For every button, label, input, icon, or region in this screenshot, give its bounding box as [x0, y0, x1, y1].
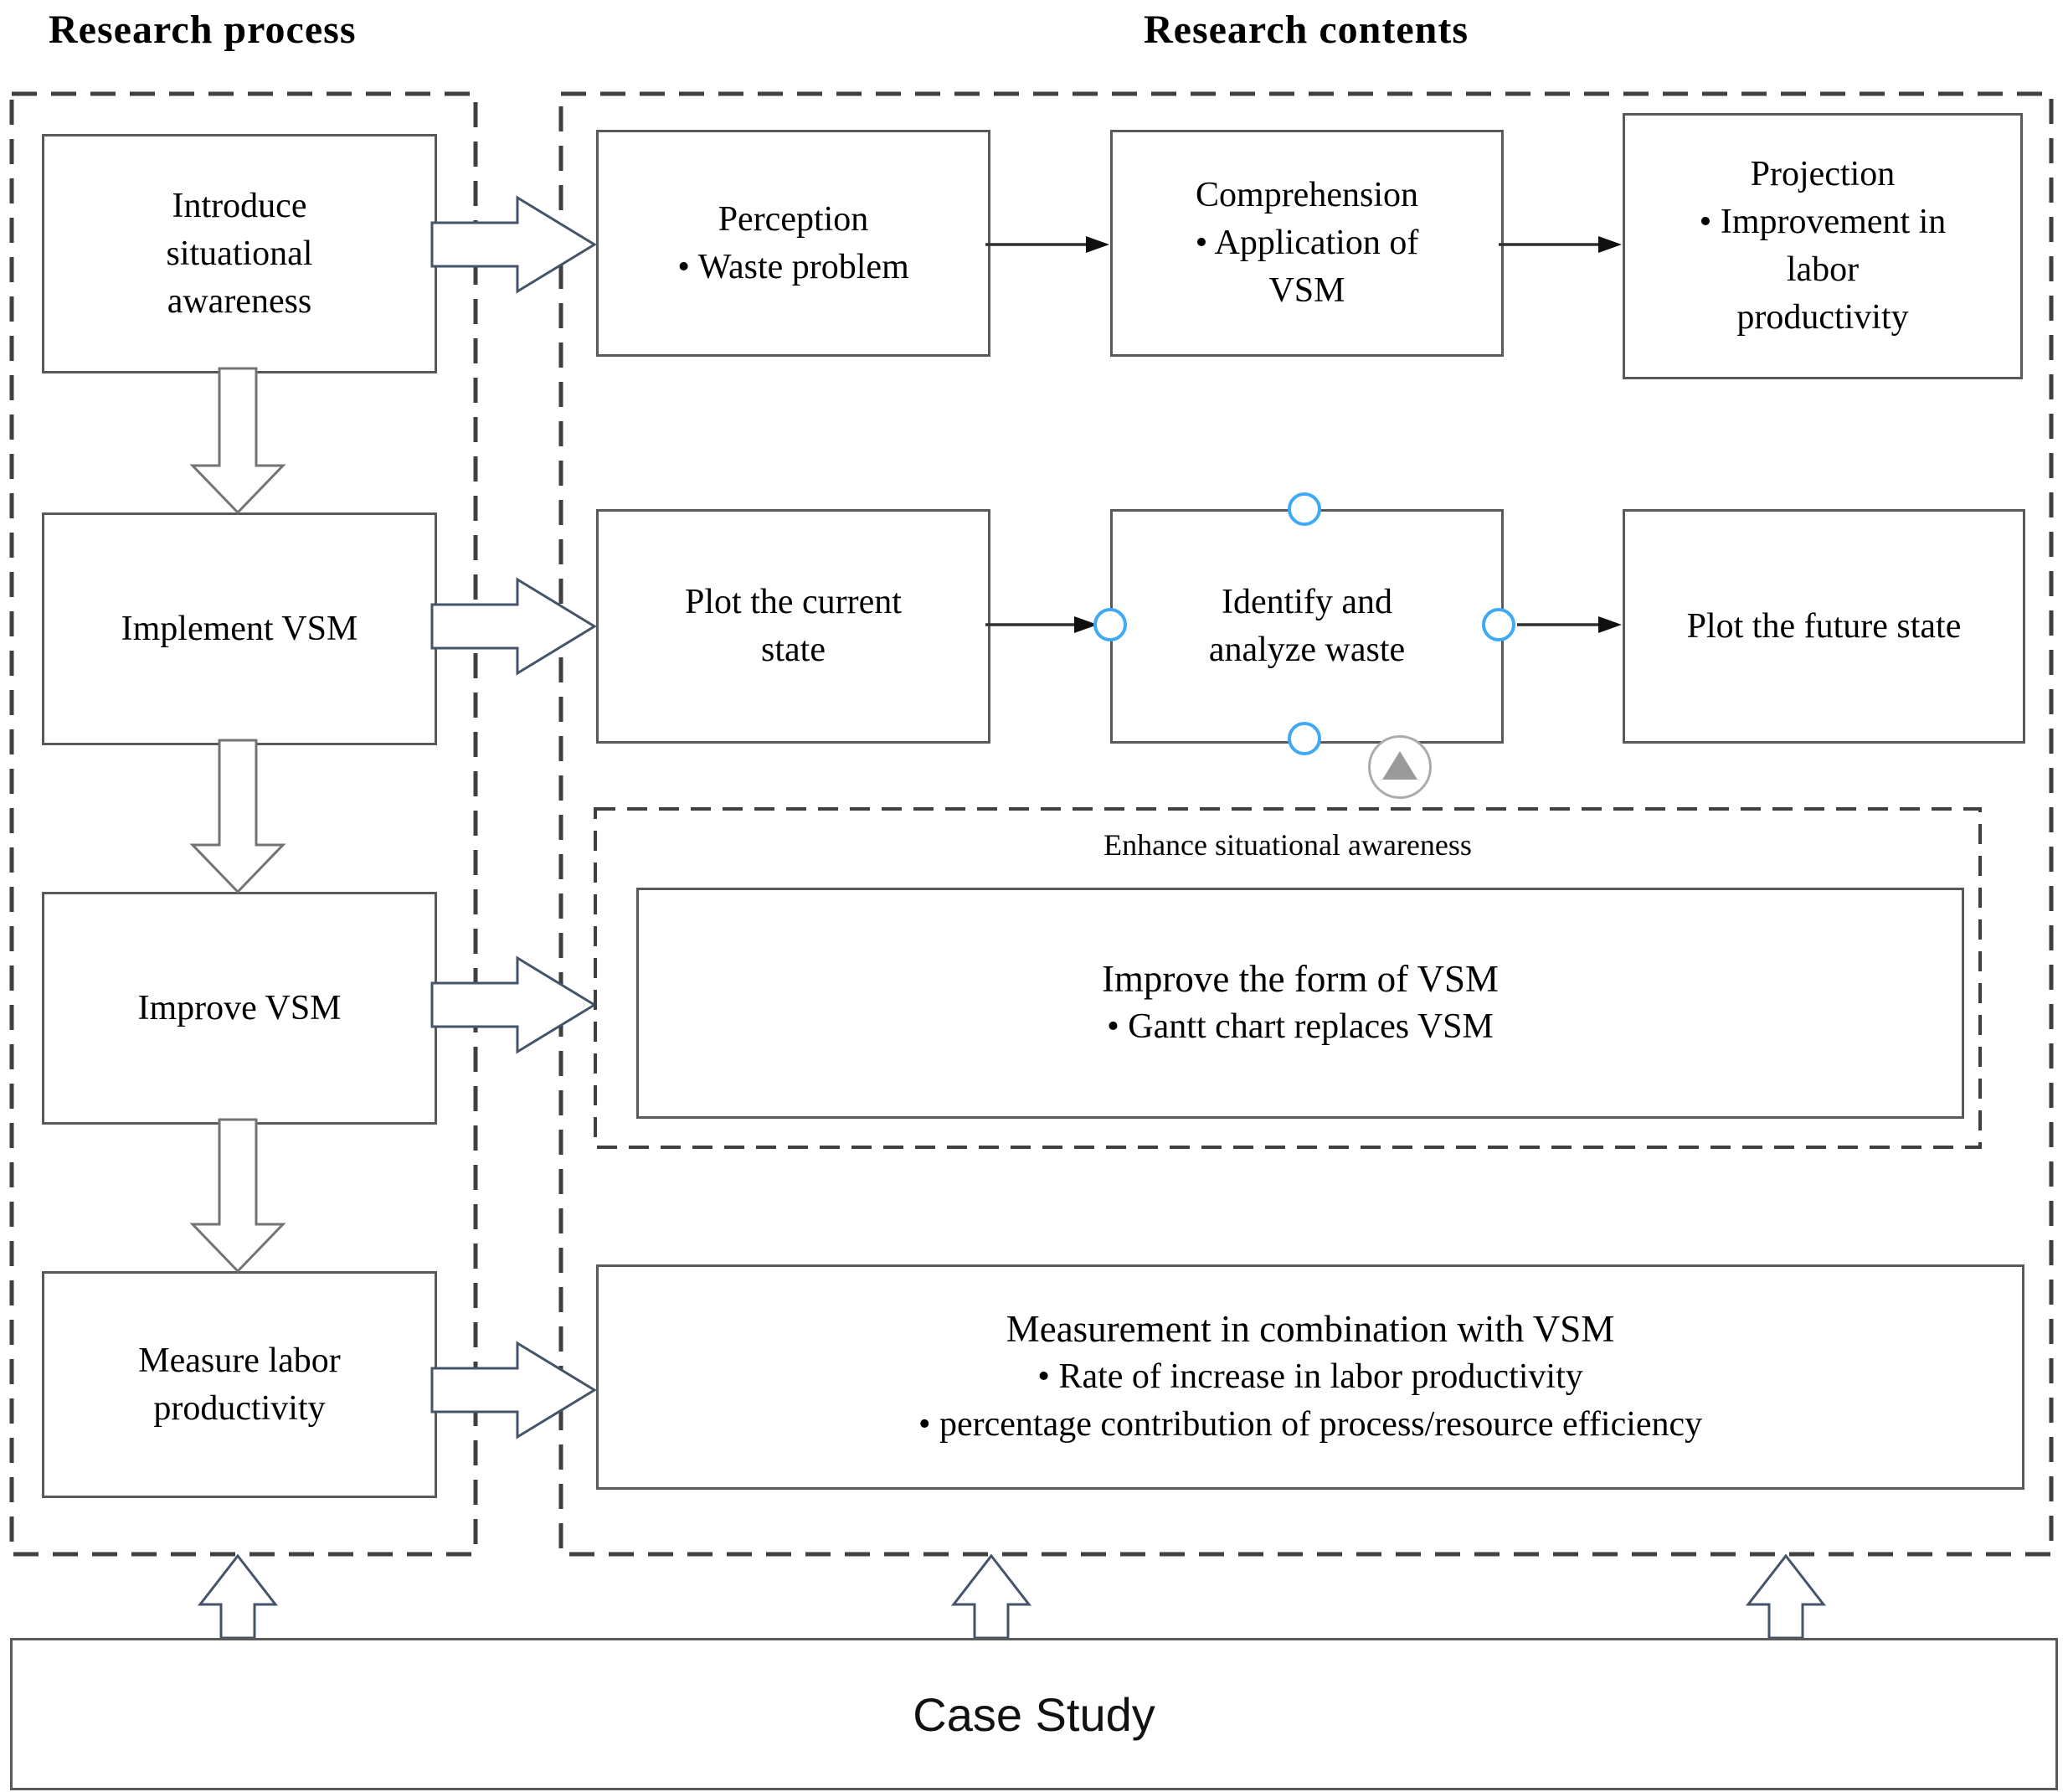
projection-box[interactable]: Projection • Improvement in labor produc… [1623, 113, 2023, 379]
enhance-group-label: Enhance situational awareness [1103, 828, 1472, 862]
box-line: Measurement in combination with VSM [1006, 1308, 1615, 1350]
block-arrow-shape [430, 955, 597, 1054]
block-right-arrow-icon[interactable] [430, 1341, 597, 1439]
connector-head [1598, 236, 1622, 253]
box-line: • Rate of increase in labor productivity [1037, 1357, 1583, 1396]
selection-handle-top[interactable] [1288, 492, 1321, 526]
up-arrow-shape [1745, 1553, 1827, 1640]
box-line: • Improvement in [1699, 203, 1947, 241]
connector-arrow-icon[interactable] [1499, 234, 1623, 255]
step-line: awareness [167, 281, 312, 321]
up-arrow-icon[interactable] [950, 1553, 1032, 1640]
step-introduce-situational-awareness[interactable]: Introduce situational awareness [42, 134, 437, 373]
triangle-up-icon [1382, 751, 1417, 780]
box-line: productivity [1736, 298, 1909, 337]
down-arrow-shape [189, 367, 286, 515]
box-line: • Waste problem [677, 247, 909, 286]
box-line: • Application of [1195, 224, 1419, 262]
step-line: Measure labor [138, 1341, 341, 1380]
dashed-rect [558, 91, 2054, 1557]
enhance-group-border [594, 807, 1982, 1149]
step-line: productivity [153, 1388, 326, 1428]
up-arrow-shape [950, 1553, 1032, 1640]
box-line: VSM [1268, 271, 1345, 310]
up-arrow-shape [197, 1553, 279, 1640]
shape-control-badge[interactable] [1368, 735, 1432, 799]
selection-handle-right[interactable] [1482, 608, 1515, 641]
connector-head [1074, 616, 1098, 633]
block-right-arrow-icon[interactable] [430, 577, 597, 676]
research-process-region-border [9, 91, 478, 1557]
block-arrow-shape [430, 1341, 597, 1439]
down-arrow-icon[interactable] [189, 739, 286, 894]
block-arrow-shape [430, 577, 597, 676]
box-line: Identify and [1221, 583, 1393, 621]
plot-future-state-box[interactable]: Plot the future state [1623, 509, 2025, 744]
plot-current-state-box[interactable]: Plot the current state [596, 509, 990, 744]
block-right-arrow-icon[interactable] [430, 195, 597, 294]
connector-arrow-icon[interactable] [985, 615, 1098, 635]
connector-head [1598, 616, 1622, 633]
identify-analyze-waste-box[interactable]: Identify and analyze waste [1110, 509, 1504, 744]
box-line: Projection [1750, 155, 1896, 193]
down-arrow-icon[interactable] [189, 367, 286, 515]
up-arrow-icon[interactable] [1745, 1553, 1827, 1640]
step-line: Implement VSM [121, 609, 358, 648]
case-study-box[interactable]: Case Study [10, 1638, 2058, 1790]
case-study-label: Case Study [913, 1687, 1155, 1741]
connector-head [1086, 236, 1109, 253]
box-line: Plot the future state [1686, 606, 1962, 646]
step-implement-vsm[interactable]: Implement VSM [42, 512, 437, 745]
perception-box[interactable]: Perception • Waste problem [596, 130, 990, 357]
box-line: Plot the current [685, 583, 902, 621]
step-improve-vsm[interactable]: Improve VSM [42, 892, 437, 1125]
up-arrow-icon[interactable] [197, 1553, 279, 1640]
research-contents-title: Research contents [1143, 8, 1469, 52]
block-right-arrow-icon[interactable] [430, 955, 597, 1054]
down-arrow-shape [189, 739, 286, 894]
step-measure-labor-productivity[interactable]: Measure labor productivity [42, 1271, 437, 1498]
step-line: situational [166, 234, 313, 273]
dashed-rect [594, 807, 1982, 1149]
box-line: analyze waste [1208, 631, 1406, 669]
box-line: state [761, 631, 826, 669]
box-line: • Gantt chart replaces VSM [1107, 1007, 1494, 1046]
down-arrow-shape [189, 1118, 286, 1274]
comprehension-box[interactable]: Comprehension • Application of VSM [1110, 130, 1504, 357]
box-line: Perception [718, 199, 869, 239]
improve-form-of-vsm-box[interactable]: Improve the form of VSM • Gantt chart re… [636, 888, 1964, 1119]
block-arrow-shape [430, 195, 597, 294]
box-line: Comprehension [1196, 176, 1418, 214]
selection-handle-left[interactable] [1093, 608, 1127, 641]
connector-arrow-icon[interactable] [985, 234, 1110, 255]
box-line: labor [1786, 250, 1860, 289]
box-line: • percentage contribution of process/res… [918, 1405, 1703, 1444]
research-contents-region-border [558, 91, 2054, 1557]
step-line: Improve VSM [137, 988, 342, 1027]
box-line: Improve the form of VSM [1101, 958, 1500, 1000]
research-process-title: Research process [49, 8, 357, 52]
down-arrow-icon[interactable] [189, 1118, 286, 1274]
step-line: Introduce [172, 186, 307, 225]
dashed-rect [9, 91, 478, 1557]
measurement-box[interactable]: Measurement in combination with VSM • Ra… [596, 1264, 2024, 1490]
connector-arrow-icon[interactable] [1517, 615, 1623, 635]
selection-handle-bottom[interactable] [1288, 722, 1321, 755]
